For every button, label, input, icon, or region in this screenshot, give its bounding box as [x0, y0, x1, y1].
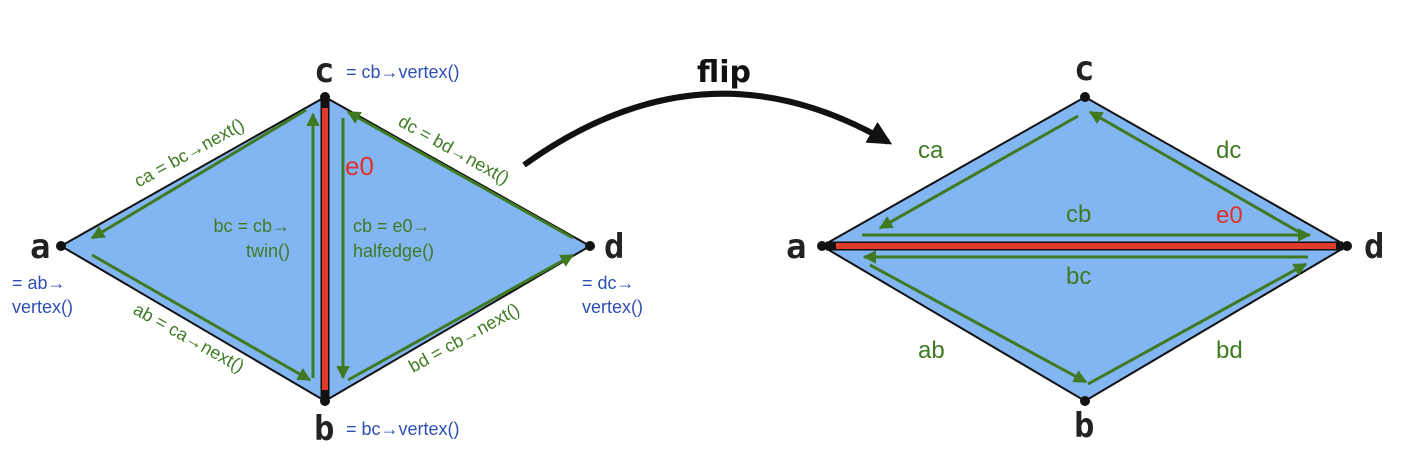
vertex-label-c-after: c — [1074, 49, 1094, 89]
annotation-vertex-a-line1: = ab→ — [12, 273, 66, 293]
after-mesh: a c d b ca dc cb bc ab bd e0 — [786, 49, 1384, 446]
vertex-dot-a-before — [56, 241, 66, 251]
halfedge-arrow-ca — [90, 108, 307, 240]
halfedge-label-ab-after: ab — [918, 337, 945, 364]
halfedge-label-bc-line1: bc = cb→ — [213, 216, 290, 236]
annotation-vertex-d-line2: vertex() — [582, 297, 643, 317]
annotation-vertex-b: = bc→vertex() — [346, 419, 460, 439]
vertex-dot-b-before — [320, 396, 330, 406]
vertex-label-a-after: a — [786, 227, 806, 267]
halfedge-arrow-bd — [347, 253, 575, 382]
before-mesh: a c d b = cb→vertex() = bc→vertex() = ab… — [12, 51, 643, 449]
halfedge-label-dc-after: dc — [1216, 137, 1241, 164]
halfedge-label-cb-after: cb — [1066, 201, 1091, 228]
edge-label-e0-after: e0 — [1216, 202, 1243, 229]
halfedge-arrow-bd-after — [1087, 262, 1308, 386]
flip-arrow — [522, 90, 893, 168]
halfedge-arrow-dc — [346, 110, 574, 240]
flip-label: flip — [697, 55, 751, 90]
vertex-dot-d-after — [1342, 241, 1352, 251]
annotation-vertex-c: = cb→vertex() — [346, 62, 460, 82]
halfedge-label-cb-line1: cb = e0→ — [353, 216, 431, 236]
vertex-dot-b-after — [1080, 396, 1090, 406]
halfedge-arrow-ab — [91, 253, 312, 382]
edge-label-e0-before: e0 — [345, 151, 374, 181]
vertex-label-c-before: c — [314, 51, 334, 91]
flip-transition: flip — [522, 55, 893, 168]
halfedge-label-bd-after: bd — [1216, 337, 1243, 364]
vertex-dot-a-after — [817, 241, 827, 251]
halfedge-label-cb-line2: halfedge() — [353, 241, 434, 261]
vertex-label-d-after: d — [1364, 227, 1384, 267]
halfedge-arrow-dc-after — [1088, 110, 1307, 238]
halfedge-label-ca-after: ca — [918, 137, 944, 164]
halfedge-label-bc-after: bc — [1066, 263, 1091, 290]
vertex-dot-c-after — [1080, 92, 1090, 102]
vertex-label-d-before: d — [604, 227, 624, 267]
vertex-dot-c-before — [320, 92, 330, 102]
vertex-label-a-before: a — [30, 227, 50, 267]
vertex-label-b-after: b — [1074, 406, 1094, 446]
halfedge-label-bc-line2: twin() — [246, 241, 290, 261]
halfedge-arrow-ca-after — [878, 114, 1079, 230]
annotation-vertex-d-line1: = dc→ — [582, 273, 635, 293]
annotation-vertex-a-line2: vertex() — [12, 297, 73, 317]
vertex-dot-d-before — [585, 241, 595, 251]
vertex-label-b-before: b — [314, 409, 334, 449]
halfedge-arrow-ab-after — [869, 263, 1088, 384]
